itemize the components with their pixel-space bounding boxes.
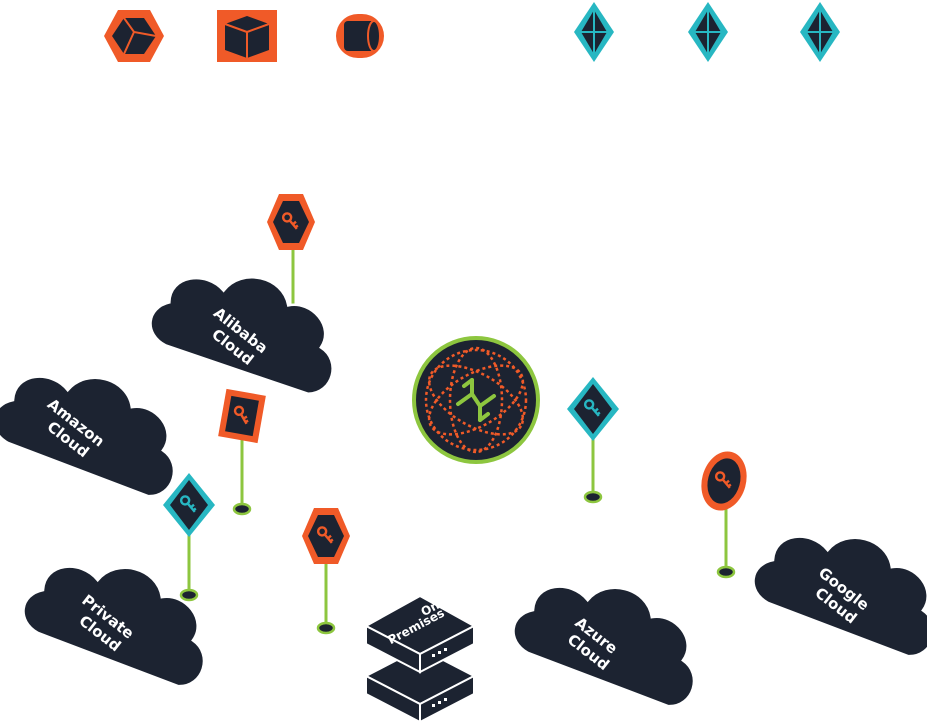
hub <box>412 336 540 464</box>
cylinder-icon <box>336 14 384 58</box>
link-crystal-3 <box>517 58 820 342</box>
key-icon <box>567 377 619 441</box>
socket <box>232 502 252 516</box>
key-icon <box>218 388 266 444</box>
google-cloud: Google Cloud <box>745 506 927 664</box>
socket <box>179 588 199 602</box>
alibaba-cloud: Alibaba Cloud <box>142 248 355 401</box>
cube-icon <box>217 10 277 62</box>
hub-logo-icon <box>456 378 496 422</box>
orbit-rings <box>424 346 528 454</box>
top-resources <box>104 2 840 62</box>
key-icon <box>267 194 315 250</box>
link-private <box>150 452 440 612</box>
amazon-cloud: Amazon Cloud <box>0 346 199 504</box>
server-unit <box>363 594 477 674</box>
socket <box>583 490 603 504</box>
hexagon-block-icon <box>104 10 164 62</box>
link-crystal-1 <box>490 58 594 338</box>
server-unit <box>363 646 477 724</box>
key-icon <box>302 508 350 564</box>
diamond-crystal-icon <box>574 2 614 62</box>
key-icons <box>163 194 747 564</box>
on-premises-server: On Premises <box>363 594 477 724</box>
azure-cloud: Azure Cloud <box>505 556 719 714</box>
key-sockets <box>179 308 736 635</box>
socket <box>316 621 336 635</box>
private-cloud: Private Cloud <box>15 536 229 694</box>
key-stems <box>187 248 728 626</box>
link-crystal-2 <box>503 58 708 339</box>
key-icon <box>163 473 215 537</box>
diamond-crystal-icon <box>688 2 728 62</box>
key-icon <box>701 451 747 511</box>
link-cylinder <box>362 56 464 338</box>
diamond-crystal-icon <box>800 2 840 62</box>
socket <box>716 565 736 579</box>
